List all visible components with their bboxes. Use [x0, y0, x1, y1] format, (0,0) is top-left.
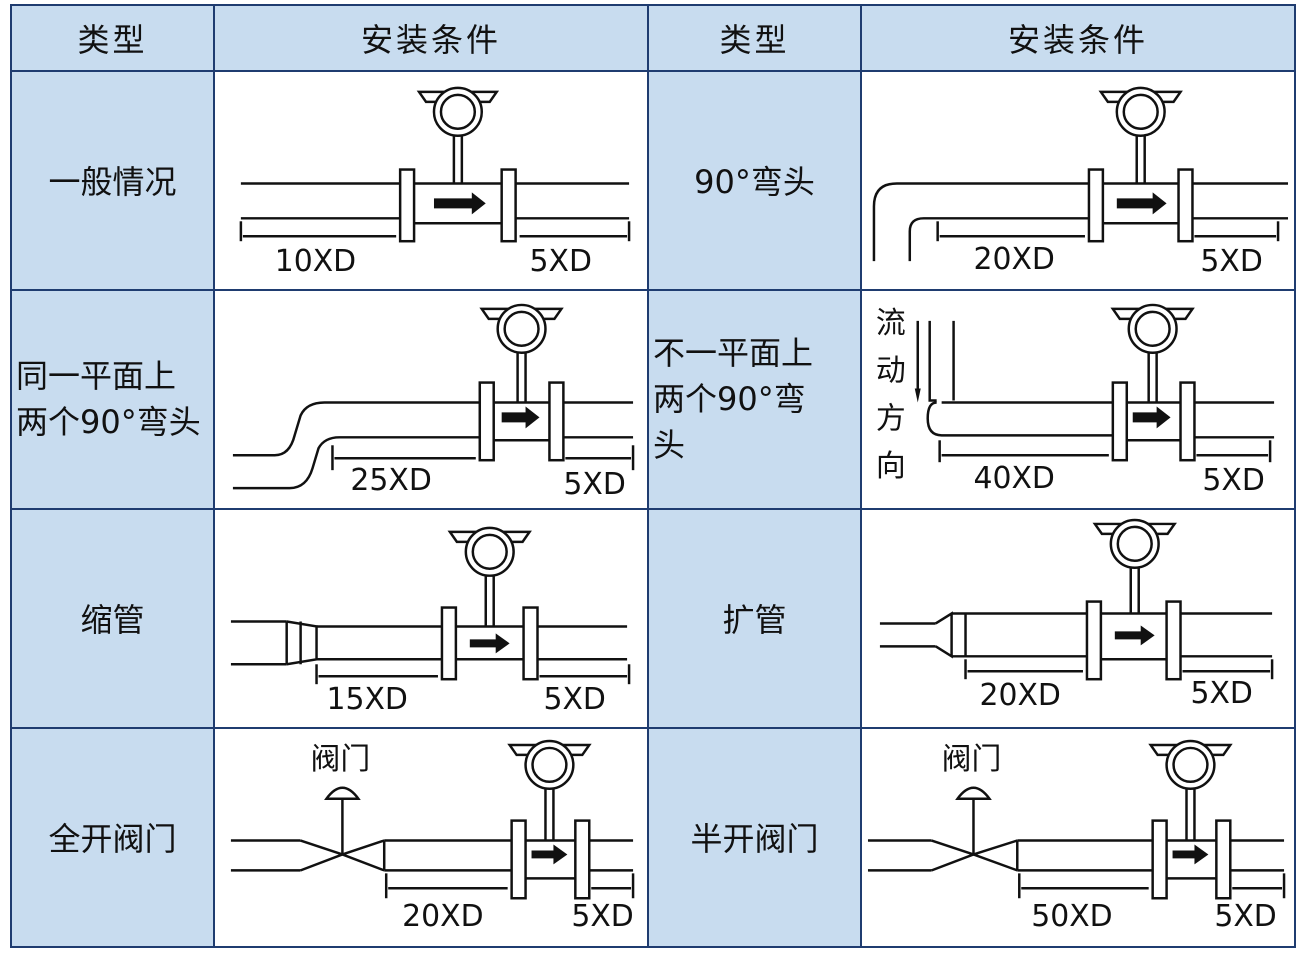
valve-icon: [955, 786, 992, 800]
type-two-elbows-diff-plane: 不一平面上两个90°弯头: [647, 288, 862, 510]
diagram-valve-half-open: 阀门: [860, 726, 1296, 949]
upstream-label: 10XD: [275, 244, 356, 279]
type-two-elbows-same-plane: 同一平面上两个90°弯头: [10, 288, 215, 510]
diagram-valve-full-open-svg: 阀门: [230, 739, 635, 934]
valve-label: 阀门: [942, 742, 1002, 777]
header-type-1: 类型: [10, 4, 215, 72]
header-type-2: 类型: [647, 4, 862, 72]
downstream-label: 5XD: [1200, 244, 1262, 279]
flow-arrow-icon: [1116, 192, 1167, 215]
valve-label: 阀门: [311, 742, 371, 777]
downstream-label: 5XD: [1190, 676, 1252, 711]
diagram-valve-half-open-svg: 阀门: [867, 739, 1286, 934]
flow-direction-arrowhead: [914, 388, 921, 403]
flow-arrow-icon: [433, 192, 486, 215]
flow-direction-char-1: 流: [876, 306, 906, 341]
diagram-general: 10XD 5XD: [213, 70, 649, 291]
flow-arrow-icon: [469, 633, 510, 654]
diagram-expander-svg: 20XD 5XD: [879, 518, 1274, 713]
flow-direction-char-2: 动: [876, 354, 906, 389]
header-condition-1: 安装条件: [213, 4, 649, 72]
flow-arrow-icon: [501, 406, 540, 429]
downstream-label: 5XD: [571, 899, 633, 934]
upstream-label: 20XD: [973, 242, 1054, 277]
diagram-90-elbow: 20XD 5XD: [860, 70, 1296, 291]
flow-arrow-icon: [1172, 844, 1209, 865]
type-expander: 扩管: [647, 507, 862, 729]
diagram-two-elbows-same-plane: 25XD 5XD: [213, 288, 649, 510]
upstream-label: 50XD: [1031, 899, 1112, 934]
downstream-label: 5XD: [1202, 463, 1264, 498]
diagram-90-elbow-svg: 20XD 5XD: [872, 86, 1289, 279]
diagram-general-svg: 10XD 5XD: [239, 86, 631, 279]
downstream-label: 5XD: [563, 467, 625, 502]
valve-icon: [324, 786, 361, 800]
header-condition-2: 安装条件: [860, 4, 1296, 72]
diagram-two-elbows-same-plane-svg: 25XD 5XD: [232, 303, 635, 502]
downstream-label: 5XD: [1214, 899, 1276, 934]
upstream-label: 20XD: [402, 899, 483, 934]
diagram-expander: 20XD 5XD: [860, 507, 1296, 729]
flow-arrow-icon: [1132, 406, 1171, 429]
type-90-elbow: 90°弯头: [647, 70, 862, 291]
upstream-label: 20XD: [979, 678, 1060, 713]
flow-direction-char-3: 方: [876, 401, 906, 436]
flow-arrow-icon: [1114, 625, 1155, 646]
type-general: 一般情况: [10, 70, 215, 291]
upstream-label: 40XD: [973, 461, 1054, 496]
flow-direction-char-4: 向: [876, 449, 906, 484]
diagram-valve-full-open: 阀门: [213, 726, 649, 949]
downstream-label: 5XD: [543, 682, 605, 717]
diagram-two-elbows-diff-plane-svg: 流 动 方 向: [876, 303, 1275, 498]
flow-arrow-icon: [531, 844, 568, 865]
type-valve-full-open: 全开阀门: [10, 726, 215, 949]
diagram-reducer-svg: 15XD 5XD: [230, 526, 631, 717]
diagram-reducer: 15XD 5XD: [213, 507, 649, 729]
upstream-label: 25XD: [350, 463, 431, 498]
installation-conditions-table: 类型 安装条件 类型 安装条件 一般情况: [10, 4, 1296, 949]
type-valve-half-open: 半开阀门: [647, 726, 862, 949]
type-reducer: 缩管: [10, 507, 215, 729]
upstream-label: 15XD: [326, 682, 407, 717]
downstream-label: 5XD: [530, 244, 592, 279]
diagram-two-elbows-diff-plane: 流 动 方 向: [860, 288, 1296, 510]
